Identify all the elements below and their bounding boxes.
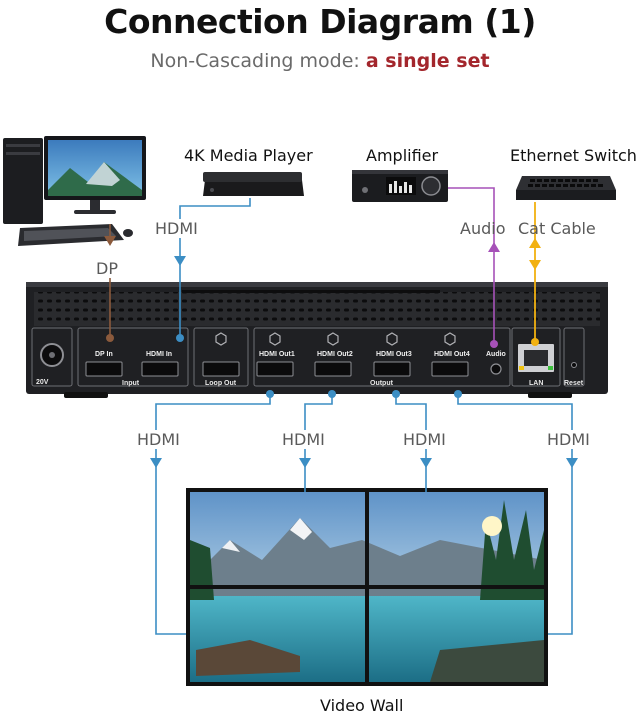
dp-cable-label: DP xyxy=(96,259,118,278)
diagram-title: Connection Diagram (1) xyxy=(104,2,536,41)
hdmi-out3-label: HDMI Out3 xyxy=(376,351,412,358)
cat-cable-label: Cat Cable xyxy=(518,219,596,238)
hdmi-out1-cable-label: HDMI xyxy=(135,430,182,449)
reset-label: Reset xyxy=(564,380,584,387)
hdmi-out2-port xyxy=(314,361,352,377)
hdmi-out1-port xyxy=(256,361,294,377)
media-player-icon xyxy=(203,172,304,196)
computer-icon xyxy=(3,136,146,246)
amplifier-icon xyxy=(352,170,448,202)
loop-out-port xyxy=(202,361,240,377)
subtitle-highlight: a single set xyxy=(365,50,490,72)
dp-in-port xyxy=(85,361,123,377)
audio-port-label: Audio xyxy=(486,351,506,358)
hdmi-in-cable-label: HDMI xyxy=(153,219,200,238)
hdmi-out1-cable xyxy=(155,394,271,635)
hdmi-out4-cable-label: HDMI xyxy=(545,430,592,449)
lan-label: LAN xyxy=(529,380,543,387)
hdmi-out4-cable xyxy=(457,394,573,635)
audio-jack xyxy=(490,363,502,375)
amplifier-label: Amplifier xyxy=(366,146,439,165)
media-player-label: 4K Media Player xyxy=(184,146,313,165)
hdmi-out4-port xyxy=(431,361,469,377)
hdmi-in-label: HDMI In xyxy=(146,351,172,358)
video-wall-controller: 20V DP In HDMI In Input Loop Out HDMI Ou… xyxy=(26,282,608,398)
ethernet-switch-icon xyxy=(516,176,616,200)
hdmi-out4-label: HDMI Out4 xyxy=(434,351,470,358)
audio-cable xyxy=(448,187,495,344)
hdmi-in-port xyxy=(141,361,179,377)
dp-in-label: DP In xyxy=(95,351,113,358)
hdmi-out2-label: HDMI Out2 xyxy=(317,351,353,358)
hdmi-out3-cable-label: HDMI xyxy=(401,430,448,449)
hdmi-out1-label: HDMI Out1 xyxy=(259,351,295,358)
ethernet-switch-label: Ethernet Switch xyxy=(510,146,637,165)
hdmi-in-cable xyxy=(179,198,251,338)
input-group-label: Input xyxy=(122,380,140,387)
power-label: 20V xyxy=(36,379,49,386)
video-wall-icon xyxy=(186,488,548,686)
diagram-subtitle: Non-Cascading mode: a single set xyxy=(0,50,640,72)
audio-cable-label: Audio xyxy=(460,219,506,238)
loop-out-label: Loop Out xyxy=(205,380,237,387)
subtitle-prefix: Non-Cascading mode: xyxy=(150,50,366,72)
video-wall-label: Video Wall xyxy=(320,696,404,715)
hdmi-out2-cable-label: HDMI xyxy=(280,430,327,449)
output-group-label: Output xyxy=(370,380,394,387)
hdmi-out3-port xyxy=(373,361,411,377)
